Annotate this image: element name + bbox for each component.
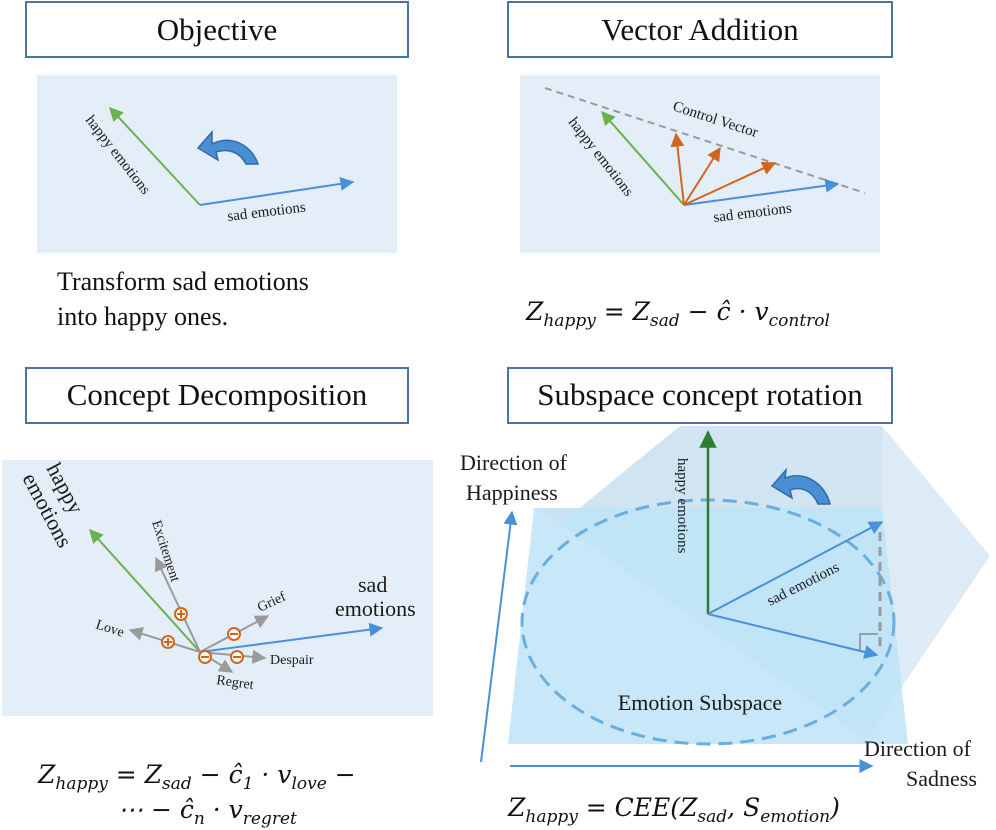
concept-decomposition-title: Concept Decomposition bbox=[67, 377, 368, 412]
minus-badge-icon bbox=[227, 627, 241, 641]
va-happy-vector bbox=[601, 110, 685, 206]
objective-caption-line2: into happy ones. bbox=[57, 302, 228, 331]
objective-title: Objective bbox=[157, 12, 278, 47]
sr-formula: Zhappy = CEE(Zsad, Semotion) bbox=[507, 793, 840, 827]
cd-concept-despair: Despair bbox=[270, 653, 314, 668]
concept-decomposition-panel: Concept Decomposition happy emotions sad… bbox=[2, 367, 433, 829]
sr-dir-sadness-line2: Sadness bbox=[906, 766, 977, 791]
concept-decomposition-title-box bbox=[25, 367, 409, 424]
sr-subspace-label: Emotion Subspace bbox=[618, 690, 782, 715]
objective-plot-area bbox=[37, 75, 397, 253]
objective-title-box bbox=[25, 1, 409, 58]
va-orange-vector-1 bbox=[670, 132, 685, 206]
vector-addition-panel: Vector Addition Control Vector happy emo… bbox=[507, 1, 893, 331]
cd-sad-label-line1: sad bbox=[358, 572, 387, 597]
va-sad-vector bbox=[683, 178, 840, 206]
rotation-arrow-icon bbox=[196, 130, 260, 165]
emotion-subspace-plane bbox=[508, 508, 908, 744]
concept-decomposition-plot-area bbox=[2, 460, 433, 716]
rotation-arrow-icon bbox=[770, 467, 831, 505]
sr-projection-vector bbox=[707, 613, 879, 659]
sr-sad-vector bbox=[707, 521, 884, 615]
sr-happy-label: happy emotions bbox=[674, 458, 690, 554]
cd-concept-regret: Regret bbox=[215, 673, 254, 693]
plus-badge-icon bbox=[161, 635, 175, 649]
right-angle-marker bbox=[859, 633, 878, 650]
va-orange-vector-3 bbox=[683, 161, 777, 206]
sr-dir-sadness-line1: Direction of bbox=[864, 736, 972, 761]
sr-dir-happiness-line1: Direction of bbox=[460, 450, 568, 475]
sr-dir-happiness-line2: Happiness bbox=[466, 480, 558, 505]
direction-happiness-axis bbox=[480, 510, 518, 763]
subspace-rotation-title-box bbox=[507, 367, 893, 424]
cd-sad-label-line2: emotions bbox=[335, 596, 416, 621]
va-orange-vector-2 bbox=[683, 146, 721, 206]
objective-sad-vector bbox=[199, 176, 355, 206]
subspace-rotation-panel: Subspace concept rotation Direction of H… bbox=[460, 367, 990, 827]
objective-caption-line1: Transform sad emotions bbox=[57, 267, 309, 296]
cd-happy-vector bbox=[89, 528, 201, 653]
control-vector-line bbox=[544, 87, 866, 194]
va-formula: Zhappy = Zsad − ĉ · vcontrol bbox=[525, 297, 830, 331]
cd-formula-line1: Zhappy = Zsad − ĉ1 · vlove − bbox=[37, 760, 356, 794]
plus-badge-icon bbox=[174, 607, 188, 621]
cd-excitement-vector bbox=[155, 556, 201, 653]
minus-badge-icon bbox=[230, 650, 244, 664]
vector-addition-plot-area bbox=[520, 75, 880, 253]
cd-formula-line2: ⋯ − ĉn · vregret bbox=[118, 795, 297, 829]
subspace-rotation-title: Subspace concept rotation bbox=[537, 377, 863, 412]
cd-sad-vector bbox=[199, 622, 384, 653]
minus-badge-icon bbox=[198, 650, 212, 664]
vector-addition-title: Vector Addition bbox=[601, 12, 799, 47]
objective-happy-vector bbox=[109, 106, 201, 206]
vector-addition-title-box bbox=[507, 1, 893, 58]
objective-panel: Objective happy emotions sad emotions Tr… bbox=[25, 1, 409, 331]
